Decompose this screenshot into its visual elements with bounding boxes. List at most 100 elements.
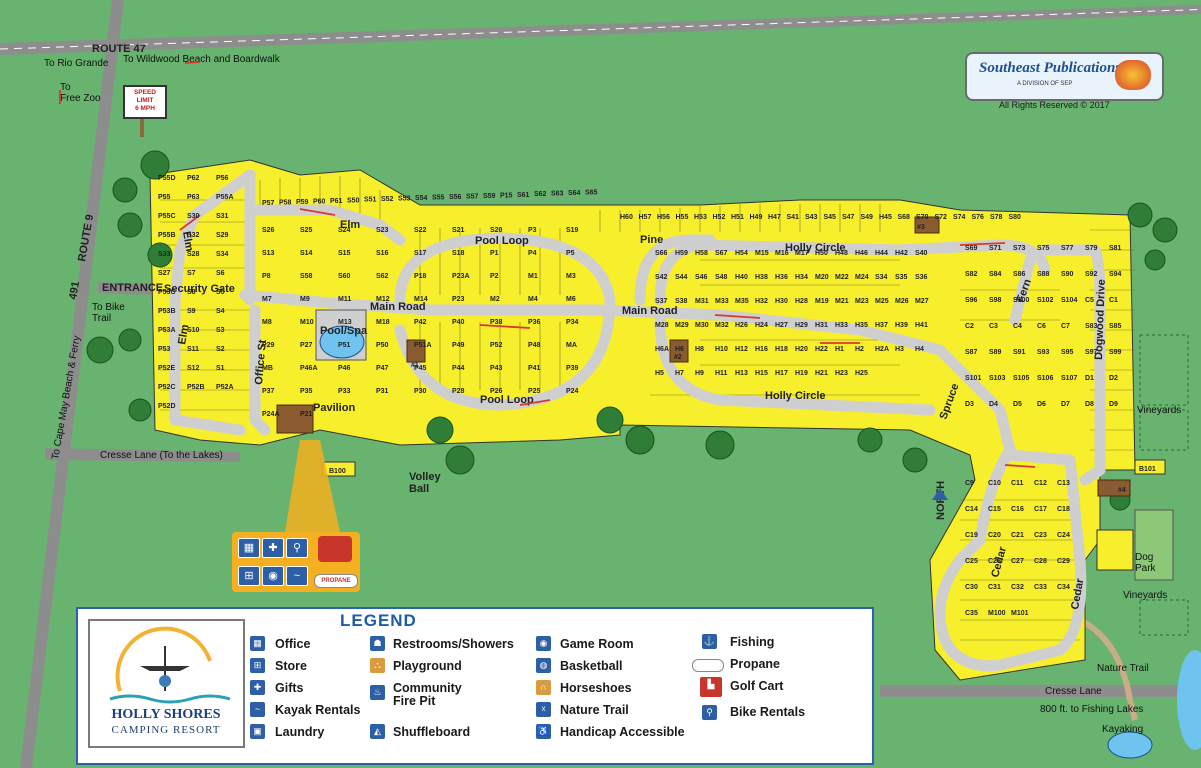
site-label: C29 bbox=[1057, 558, 1070, 565]
site-label: S66 bbox=[655, 250, 668, 257]
site-label: D2 bbox=[1109, 375, 1118, 382]
site-label: H26 bbox=[735, 322, 748, 329]
site-label: H35 bbox=[855, 322, 868, 329]
site-label: M4 bbox=[528, 296, 538, 303]
site-label: H31 bbox=[815, 322, 828, 329]
north-label: NORTH bbox=[935, 481, 947, 520]
site-label: S98 bbox=[989, 297, 1002, 304]
site-label: P27 bbox=[300, 342, 313, 349]
playground-icon: ⛬ bbox=[370, 658, 385, 673]
site-label: C18 bbox=[1057, 506, 1070, 513]
site-label: C1 bbox=[1109, 297, 1118, 304]
site-label: P52A bbox=[216, 384, 234, 391]
site-label: P58 bbox=[279, 199, 292, 206]
b101-label: B101 bbox=[1139, 466, 1156, 473]
kayak-lake bbox=[1107, 731, 1153, 759]
cedar-label-east: Cedar bbox=[1069, 577, 1086, 610]
site-label: C9 bbox=[965, 480, 974, 487]
site-label: S8 bbox=[187, 289, 196, 296]
site-label: H29 bbox=[795, 322, 808, 329]
dogwood-drive-label: Dogwood Drive bbox=[1093, 279, 1108, 360]
site-label: P37 bbox=[262, 388, 275, 395]
site-label: M26 bbox=[895, 298, 909, 305]
site-label: H16 bbox=[755, 346, 768, 353]
site-label: S35 bbox=[895, 274, 908, 281]
publisher-division: A DIVISION OF SEP bbox=[1017, 81, 1073, 87]
site-label: H17 bbox=[775, 370, 788, 377]
site-label: S53 bbox=[398, 196, 411, 203]
site-label: P53 bbox=[158, 346, 171, 353]
site-label: S74 bbox=[953, 214, 966, 221]
site-label: M6 bbox=[566, 296, 576, 303]
site-label: S2 bbox=[216, 346, 225, 353]
site-label: S26 bbox=[262, 227, 275, 234]
site-label: P57 bbox=[262, 200, 275, 207]
site-label: C11 bbox=[1011, 480, 1024, 487]
b100-label: B100 bbox=[329, 468, 346, 475]
elm-label-north: Elm bbox=[340, 219, 360, 231]
site-label: C34 bbox=[1057, 584, 1070, 591]
site-label: P33 bbox=[338, 388, 351, 395]
store-icon: ⊞ bbox=[250, 658, 265, 673]
site-label: P59 bbox=[296, 199, 309, 206]
site-label: H18 bbox=[775, 346, 788, 353]
restroom3-label: #3 bbox=[917, 224, 925, 231]
site-label: P51 bbox=[338, 342, 351, 349]
site-label: P23 bbox=[452, 296, 465, 303]
site-label: S17 bbox=[414, 250, 427, 257]
site-label: C12 bbox=[1034, 480, 1047, 487]
site-label: H5 bbox=[655, 370, 664, 377]
site-label: P1 bbox=[490, 250, 499, 257]
site-label: P55B bbox=[158, 232, 176, 239]
site-label: S62 bbox=[534, 191, 547, 198]
site-label: H15 bbox=[755, 370, 768, 377]
legend-panel: LEGEND HOLLY SHORES CAMPING RESORT ▦ Off… bbox=[76, 607, 874, 765]
site-label: C3 bbox=[989, 323, 998, 330]
holly-circle-label-south: Holly Circle bbox=[765, 390, 826, 402]
site-label: S11 bbox=[187, 346, 199, 353]
site-label: S68 bbox=[898, 214, 911, 221]
legend-store: Store bbox=[275, 659, 307, 673]
site-label: S34 bbox=[216, 251, 229, 258]
site-label: S92 bbox=[1085, 271, 1098, 278]
site-label: P21 bbox=[300, 411, 313, 418]
route491-label: 491 bbox=[67, 280, 82, 300]
site-label: M100 bbox=[988, 610, 1006, 617]
site-label: S89 bbox=[989, 349, 1002, 356]
site-label: M33 bbox=[715, 298, 729, 305]
propane-icon bbox=[692, 659, 724, 672]
entrance-label: ENTRANCE bbox=[102, 282, 163, 294]
fire-pit-icon: ♨ bbox=[370, 685, 385, 700]
site-label: S75 bbox=[1037, 245, 1050, 252]
site-label: P26 bbox=[490, 388, 503, 395]
site-label: H41 bbox=[915, 322, 928, 329]
site-label: MA bbox=[566, 342, 577, 349]
site-label: P49 bbox=[452, 342, 465, 349]
site-label: D1 bbox=[1085, 375, 1094, 382]
site-label: S49 bbox=[861, 214, 874, 221]
site-label: P55D bbox=[158, 175, 176, 182]
legend-title: LEGEND bbox=[340, 611, 417, 630]
site-label: S86 bbox=[1013, 271, 1026, 278]
site-label: M7 bbox=[262, 296, 272, 303]
site-label: P52D bbox=[158, 403, 176, 410]
restroom2-label: #2 bbox=[674, 354, 682, 361]
site-label: S81 bbox=[1109, 245, 1122, 252]
site-label: P56 bbox=[216, 175, 229, 182]
site-label: M31 bbox=[695, 298, 709, 305]
legend-nature-trail: Nature Trail bbox=[560, 703, 629, 717]
site-label: S60 bbox=[338, 273, 351, 280]
site-label: P52E bbox=[158, 365, 175, 372]
game-room-icon: ◉ bbox=[536, 636, 551, 651]
site-label: S15 bbox=[338, 250, 351, 257]
gift-icon: ✚ bbox=[262, 538, 284, 558]
site-label: P52 bbox=[490, 342, 503, 349]
site-label: S77 bbox=[1061, 245, 1074, 252]
site-label: M35 bbox=[735, 298, 749, 305]
site-label: C14 bbox=[965, 506, 978, 513]
site-label: S1 bbox=[216, 365, 225, 372]
site-label: H22 bbox=[815, 346, 828, 353]
site-label: P50 bbox=[376, 342, 389, 349]
office-st-label: Office St bbox=[253, 339, 269, 385]
site-label: H8 bbox=[695, 346, 704, 353]
